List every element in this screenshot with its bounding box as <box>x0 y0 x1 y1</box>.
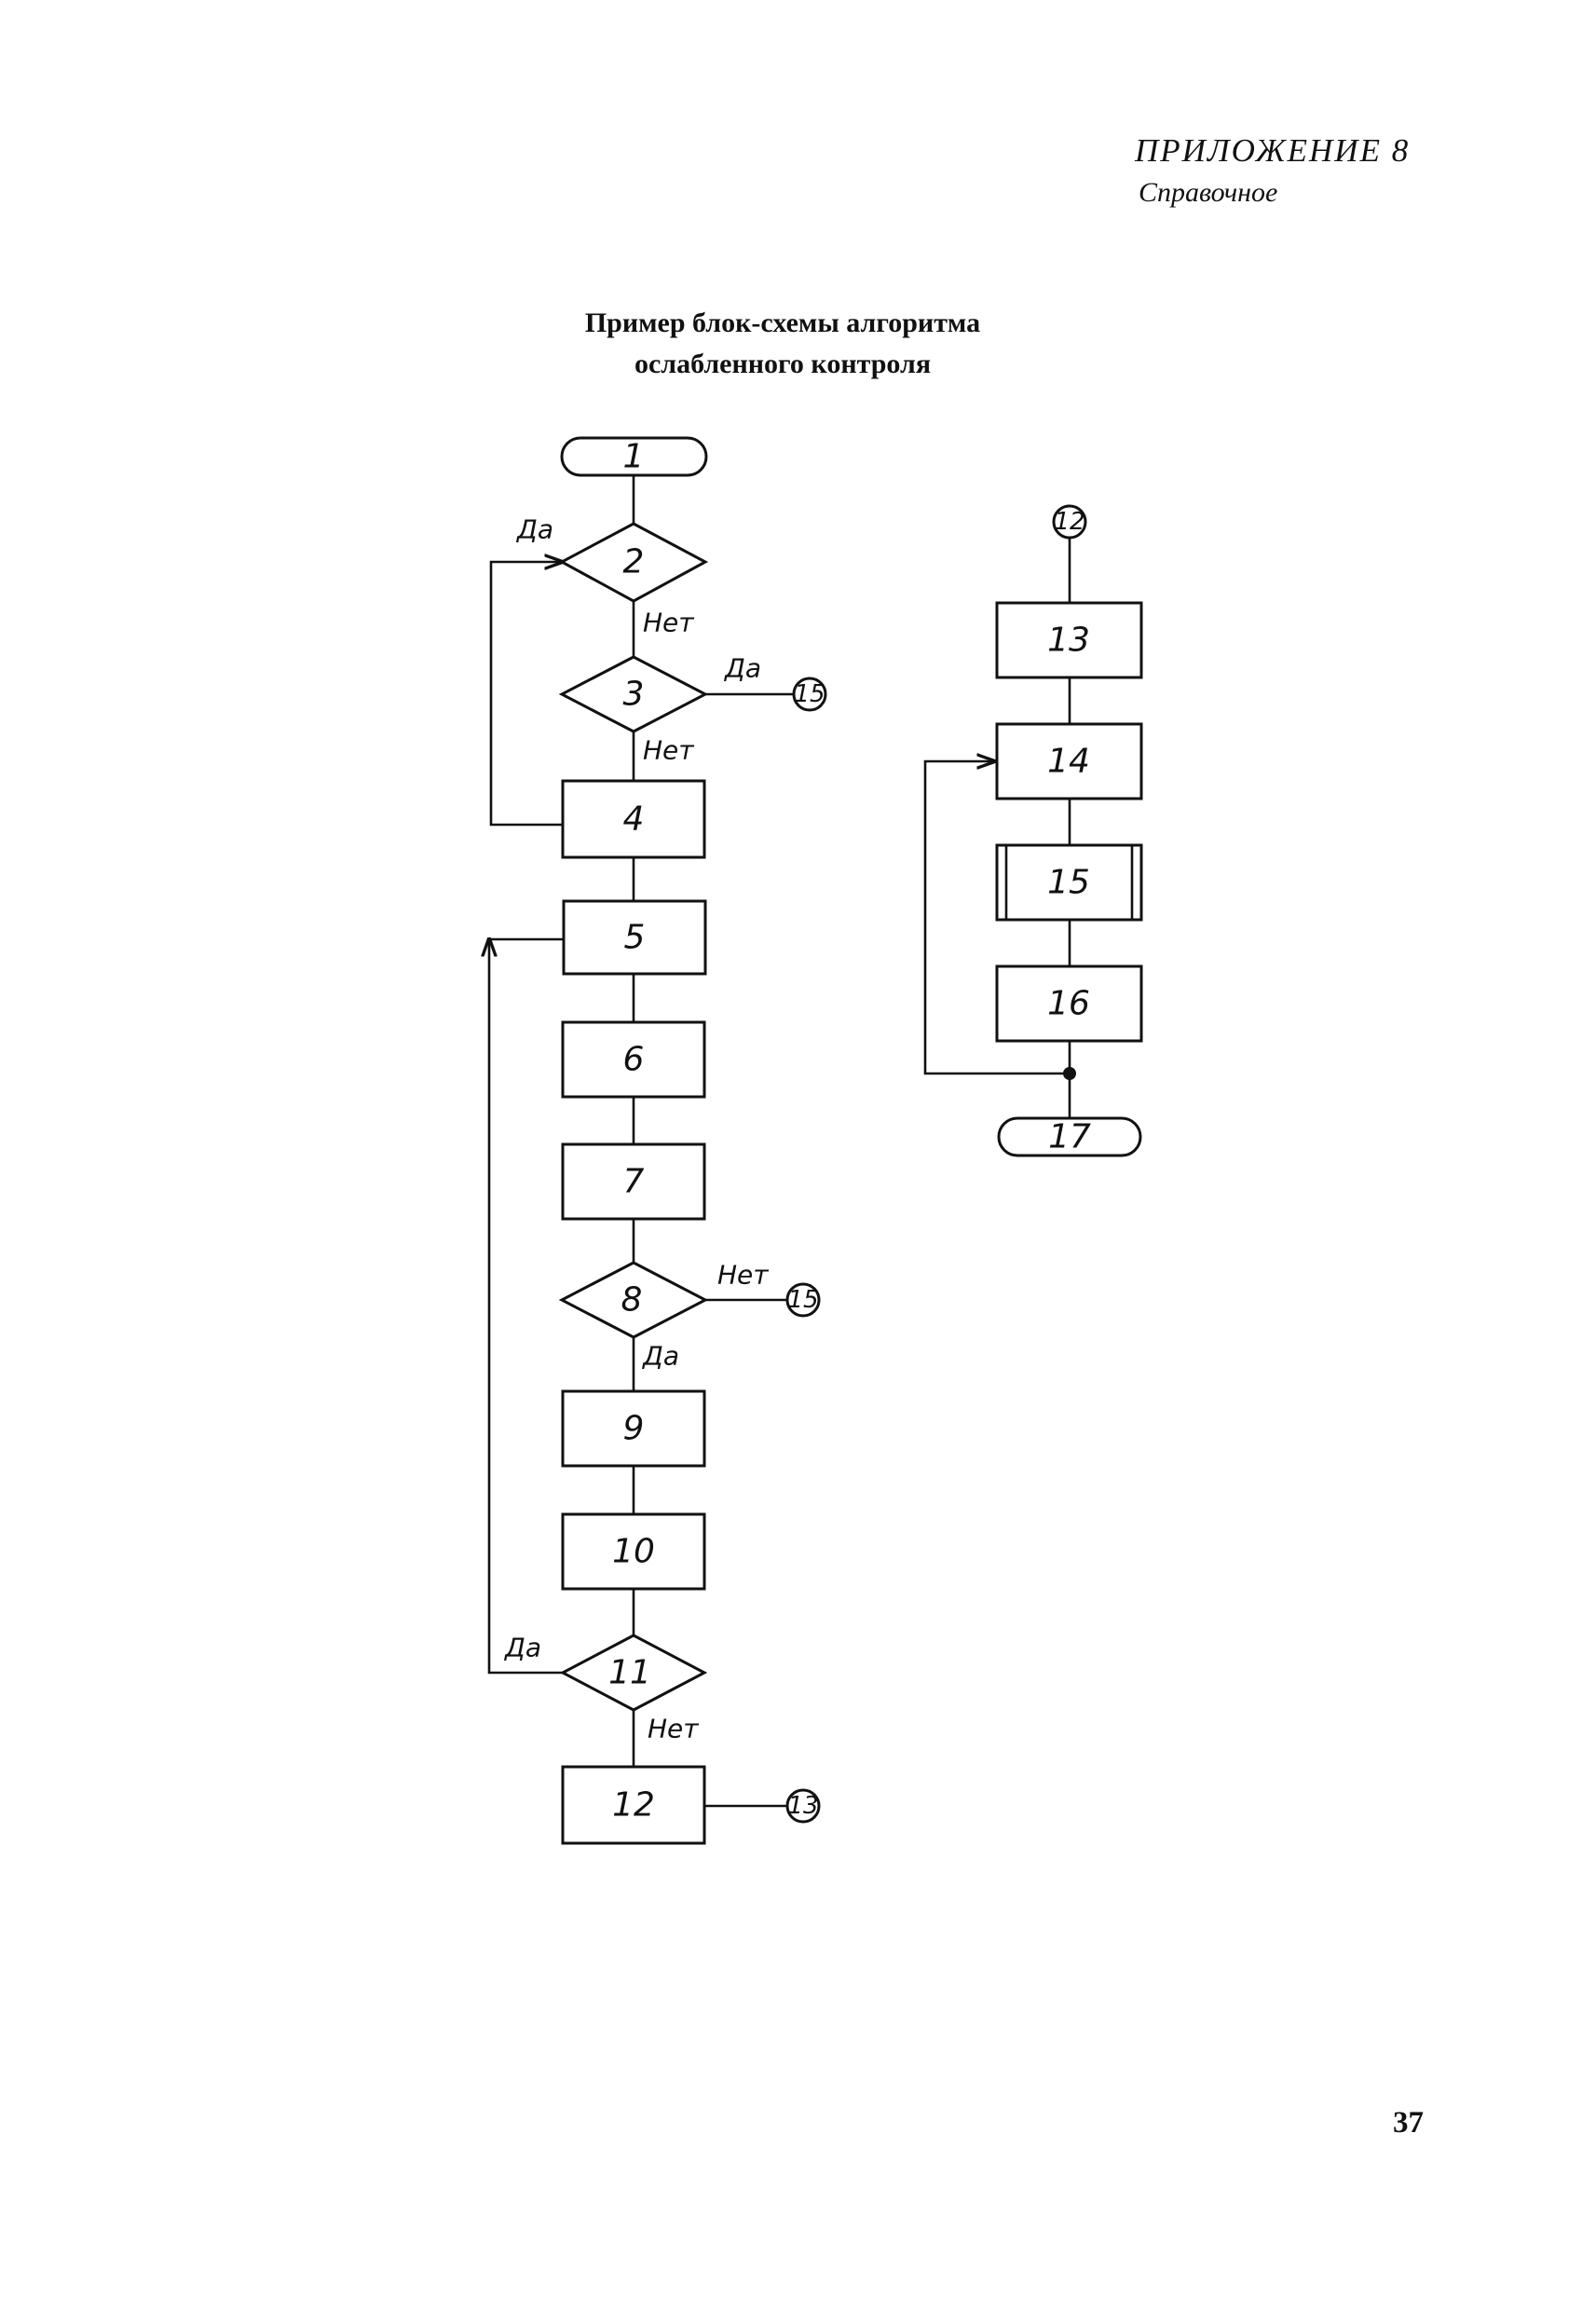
svg-text:13: 13 <box>1047 622 1090 660</box>
figure-heading-line-1: Пример блок-схемы алгоритма <box>584 308 981 338</box>
svg-text:5: 5 <box>624 919 646 957</box>
svg-text:7: 7 <box>623 1163 645 1201</box>
svg-text:6: 6 <box>623 1041 645 1079</box>
connector-15-from-8: 15 <box>785 1282 821 1318</box>
label-no-8: Нет <box>717 1260 769 1291</box>
label-yes-2: Да <box>515 514 553 545</box>
block-6-process: 6 <box>561 1020 706 1099</box>
block-13-process: 13 <box>995 601 1143 679</box>
svg-text:9: 9 <box>623 1410 645 1448</box>
page-number: 37 <box>1393 2106 1424 2140</box>
block-12-process: 12 <box>561 1765 706 1845</box>
block-7-process: 7 <box>561 1142 706 1221</box>
label-no-2: Нет <box>643 608 694 638</box>
svg-text:13: 13 <box>787 1792 818 1820</box>
loop-16-to-14 <box>923 761 1070 1075</box>
svg-text:3: 3 <box>623 676 645 714</box>
connector-15-from-3: 15 <box>792 677 827 712</box>
svg-text:10: 10 <box>612 1533 655 1571</box>
label-yes-8: Да <box>641 1341 679 1372</box>
loop-11-to-5 <box>489 939 563 1675</box>
svg-text:15: 15 <box>1047 864 1090 902</box>
appendix-note: Справочное <box>1139 177 1278 208</box>
svg-text:16: 16 <box>1047 985 1090 1023</box>
svg-text:15: 15 <box>787 1286 818 1314</box>
block-11-decision: 11 <box>559 1634 708 1712</box>
svg-text:4: 4 <box>623 800 645 839</box>
label-yes-3: Да <box>723 653 761 684</box>
svg-text:14: 14 <box>1047 743 1090 781</box>
block-17-terminator: 17 <box>997 1116 1142 1157</box>
svg-text:2: 2 <box>623 543 645 581</box>
svg-text:17: 17 <box>1048 1118 1091 1156</box>
loop-4-to-2 <box>489 562 563 827</box>
svg-text:12: 12 <box>612 1786 655 1825</box>
svg-text:15: 15 <box>794 680 825 708</box>
block-10-process: 10 <box>561 1512 706 1591</box>
label-yes-11: Да <box>503 1633 541 1663</box>
appendix-title: ПРИЛОЖЕНИЕ 8 <box>1135 132 1411 169</box>
label-no-3: Нет <box>643 735 694 766</box>
block-1-terminator: 1 <box>560 436 708 477</box>
svg-text:12: 12 <box>1054 508 1084 536</box>
block-3-decision: 3 <box>558 655 709 733</box>
block-8-decision: 8 <box>558 1261 709 1339</box>
figure-heading-line-2: ослабленного контроля <box>634 349 932 379</box>
block-5-process: 5 <box>562 899 707 976</box>
block-16-process: 16 <box>995 964 1143 1043</box>
connector-13-from-12: 13 <box>785 1788 821 1824</box>
svg-text:1: 1 <box>623 438 645 476</box>
block-4-process: 4 <box>561 779 706 859</box>
junction-dot <box>1063 1067 1076 1080</box>
block-15-predefined-process: 15 <box>995 843 1143 922</box>
block-14-process: 14 <box>995 722 1143 800</box>
svg-text:8: 8 <box>621 1281 643 1320</box>
block-9-process: 9 <box>561 1389 706 1468</box>
label-no-11: Нет <box>648 1714 699 1744</box>
svg-text:11: 11 <box>608 1654 651 1692</box>
block-2-decision: 2 <box>558 522 709 603</box>
connector-12-top: 12 <box>1052 504 1087 540</box>
